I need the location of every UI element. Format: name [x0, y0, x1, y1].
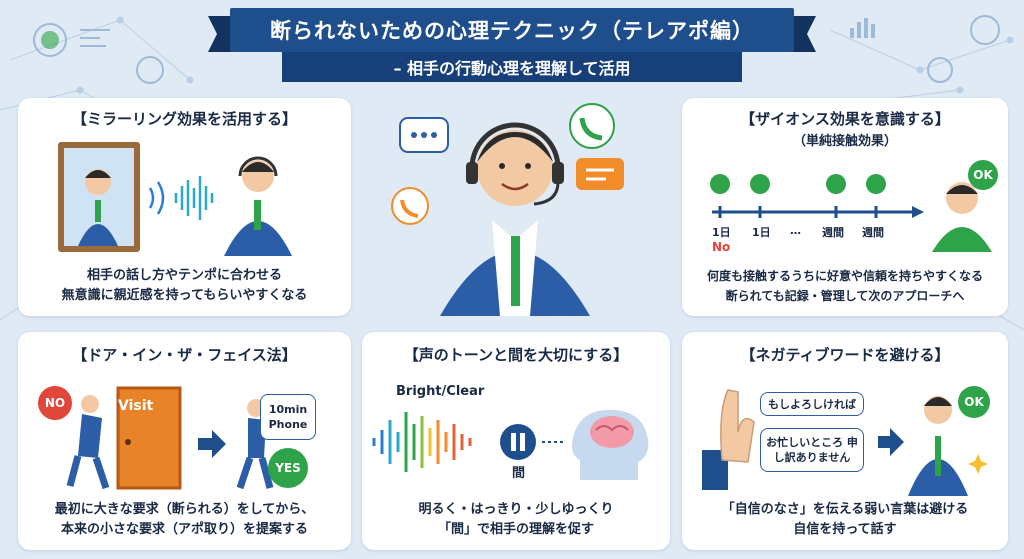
arrow-right-icon: [878, 428, 904, 456]
card-text-2: 断られても記録・管理して次のアプローチへ: [725, 289, 965, 303]
no-label: No: [712, 240, 731, 254]
card-text-2: 「間」で相手の理解を促す: [437, 522, 594, 537]
card-text-2: 自信を持って話す: [793, 522, 897, 537]
mirroring-illustration: [58, 142, 292, 256]
page-subtitle: – 相手の行動心理を理解して活用: [282, 52, 742, 82]
phone-icon: [866, 174, 886, 194]
wave-label: Bright/Clear: [396, 384, 485, 399]
phrase-bubble-2: お忙しいところ 申し訳ありません: [760, 428, 864, 472]
card-text-1: 明るく・はっきり・少しゆっくり: [418, 502, 614, 517]
zajonc-timeline: [710, 174, 992, 252]
timeline-label-2: 1日: [752, 226, 771, 239]
card-mirroring: 【ミラーリング効果を活用する】 相手の話し方やテンポに合わせる 無意識に親近感を…: [18, 98, 351, 316]
card-title: 【声のトーンと間を大切にする】: [403, 346, 629, 364]
pause-icon: [500, 424, 536, 460]
timeline-label-3: …: [790, 224, 801, 237]
ok-badge: OK: [958, 386, 990, 418]
timeline-label-5: 週間: [862, 226, 884, 239]
phone-icon: [710, 174, 730, 194]
phone-icon: [33, 15, 1000, 84]
sound-wave-icon: [148, 181, 165, 215]
phrase-bubble-1: もしよろしければ: [760, 392, 864, 416]
card-title: 【ドア・イン・ザ・フェイス法】: [72, 346, 297, 364]
card-title: 【ネガティブワードを避ける】: [740, 346, 950, 364]
operator-illustration: [391, 103, 624, 316]
negative-illustration: [702, 389, 988, 496]
card-door-in-face: 【ドア・イン・ザ・フェイス法】 NO Visit 10min Phone YES…: [18, 332, 351, 550]
pause-label: 間: [512, 466, 526, 481]
arrow-right-icon: [198, 430, 226, 458]
headset-icon: [469, 122, 561, 169]
card-voice: 【声のトーンと間を大切にする】 Bright/Clear 間 明るく・はっきり・…: [362, 332, 670, 550]
sound-wave-icon: [372, 409, 649, 480]
timeline-label-4: 週間: [822, 226, 844, 239]
brain-icon: [590, 416, 634, 448]
ok-badge: OK: [968, 160, 998, 190]
phone-icon: [569, 103, 615, 149]
card-text-2: 無意識に親近感を持ってもらいやすくなる: [61, 288, 308, 303]
card-negative-words: 【ネガティブワードを避ける】 もしよろしければ お忙しいところ 申し訳ありません…: [682, 332, 1008, 550]
arrow-right-icon: [912, 206, 924, 218]
phone-icon: [391, 187, 429, 225]
card-text-1: 何度も接触するうちに好意や信頼を持ちやすくなる: [706, 269, 983, 283]
phone-icon: [826, 174, 846, 194]
card-text-1: 相手の話し方やテンポに合わせる: [86, 268, 282, 283]
door-label: Visit: [118, 398, 154, 414]
card-zajonc: 【ザイオンス効果を意識する】 （単純接触効果） OK 1日 1日 … 週間 週間…: [682, 98, 1008, 316]
door-illustration: [66, 386, 274, 490]
title-banner: 断られないための心理テクニック（テレアポ編） – 相手の行動心理を理解して活用: [208, 8, 816, 88]
card-text-2: 本来の小さな要求（アポ取り）を提案する: [60, 522, 308, 537]
yes-badge: YES: [268, 448, 308, 488]
phone-icon: [750, 174, 770, 194]
card-title: 【ミラーリング効果を活用する】: [71, 110, 297, 128]
page-title: 断られないための心理テクニック（テレアポ編）: [230, 8, 794, 52]
sparkle-icon: [968, 454, 988, 474]
chat-bubble-icon: [576, 158, 624, 190]
card-subtitle: （単純接触効果）: [792, 134, 897, 149]
card-text-1: 最初に大きな要求（断られる）をしてから、: [54, 502, 315, 517]
phone-bubble: 10min Phone: [260, 394, 316, 440]
card-title: 【ザイオンス効果を意識する】: [740, 110, 950, 128]
card-text-1: 「自信のなさ」を伝える弱い言葉は避ける: [721, 502, 969, 517]
no-badge: NO: [38, 386, 72, 420]
timeline-label-1: 1日: [712, 226, 731, 239]
